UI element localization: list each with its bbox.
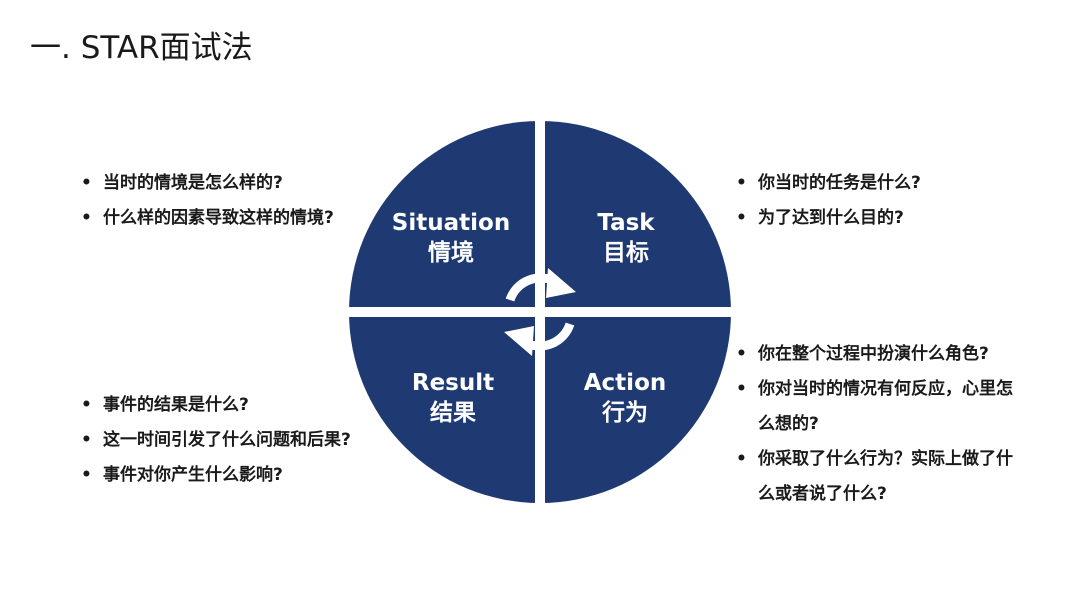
quadrant-task-label: Task 目标	[531, 208, 721, 268]
situation-zh: 情境	[428, 240, 474, 266]
list-item: 为了达到什么目的?	[733, 201, 921, 236]
action-zh: 行为	[602, 400, 648, 426]
result-en: Result	[411, 370, 495, 396]
action-en: Action	[583, 370, 667, 396]
horizontal-divider	[340, 307, 740, 317]
bullet-line: 你在整个过程中扮演什么角色?	[758, 344, 989, 364]
task-en: Task	[597, 210, 655, 236]
result-bullets: 事件的结果是什么? 这一时间引发了什么问题和后果? 事件对你产生什么影响?	[78, 388, 351, 493]
cycle-arrowheads	[504, 268, 576, 356]
slide-title: 一. STAR面试法	[30, 30, 253, 66]
quadrant-result-label: Result 结果	[358, 368, 548, 428]
list-item: 当时的情境是怎么样的?	[78, 166, 334, 201]
quadrant-situation-label: Situation 情境	[356, 208, 546, 268]
situation-bullets: 当时的情境是怎么样的? 什么样的因素导致这样的情境?	[78, 166, 334, 236]
bullet-line: 你采取了什么行为？实际上做了什	[758, 449, 1013, 469]
task-bullets: 你当时的任务是什么? 为了达到什么目的?	[733, 166, 921, 236]
bullet-line: 你对当时的情况有何反应，心里怎	[758, 379, 1013, 399]
list-item: 什么样的因素导致这样的情境?	[78, 201, 334, 236]
list-item: 事件对你产生什么影响?	[78, 458, 351, 493]
situation-en: Situation	[391, 210, 511, 236]
bullet-line: 么想的?	[758, 414, 819, 434]
list-item: 你当时的任务是什么?	[733, 166, 921, 201]
list-item: 事件的结果是什么?	[78, 388, 351, 423]
quadrant-action-label: Action 行为	[530, 368, 720, 428]
list-item: 你在整个过程中扮演什么角色?	[733, 337, 1013, 372]
result-zh: 结果	[430, 400, 476, 426]
list-item: 这一时间引发了什么问题和后果?	[78, 423, 351, 458]
task-zh: 目标	[603, 240, 649, 266]
bullet-line: 么或者说了什么?	[758, 484, 887, 504]
